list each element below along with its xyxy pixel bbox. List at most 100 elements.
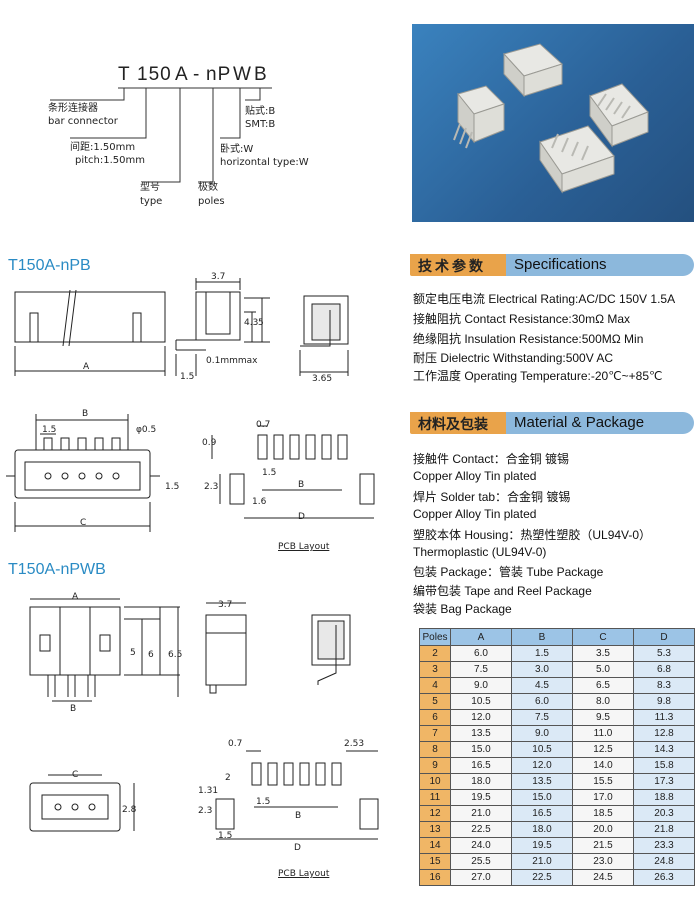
table-cell-poles: 12 bbox=[419, 805, 451, 822]
pn-letter-w: W bbox=[233, 64, 252, 85]
table-cell: 7.5 bbox=[511, 709, 573, 726]
table-cell: 4.5 bbox=[511, 677, 573, 694]
table-cell: 17.0 bbox=[572, 789, 634, 806]
npb-dim-b: B bbox=[82, 409, 89, 419]
table-cell-poles: 11 bbox=[419, 789, 451, 806]
table-cell: 6.5 bbox=[572, 677, 634, 694]
npwb-dim-c: C bbox=[72, 770, 79, 780]
table-cell: 24.0 bbox=[450, 837, 512, 854]
table-cell: 22.5 bbox=[511, 869, 573, 886]
npb-dim-365: 3.65 bbox=[312, 374, 333, 384]
material-line: 焊片 Solder tab：合金铜 镀锡 bbox=[413, 490, 571, 504]
model-title-npwb: T150A-nPWB bbox=[8, 561, 106, 578]
table-cell: 14.0 bbox=[572, 757, 634, 774]
callout-pitch-en: pitch:1.50mm bbox=[75, 155, 145, 166]
table-cell-poles: 14 bbox=[419, 837, 451, 854]
table-cell: 12.8 bbox=[633, 725, 695, 742]
table-cell: 15.0 bbox=[511, 789, 573, 806]
table-cell: 13.5 bbox=[450, 725, 512, 742]
table-cell-poles: 9 bbox=[419, 757, 451, 774]
table-cell: 12.5 bbox=[572, 741, 634, 758]
table-header-a: A bbox=[450, 628, 512, 646]
npb-dim-phi05: φ0.5 bbox=[136, 425, 157, 435]
table-cell: 8.3 bbox=[633, 677, 695, 694]
material-line: 编带包装 Tape and Reel Package bbox=[413, 584, 592, 598]
npwb-dim-07: 0.7 bbox=[228, 739, 243, 749]
specifications-header-cn: 技术参数 bbox=[418, 259, 486, 275]
npb-dim-b-pcb: B bbox=[298, 480, 305, 490]
material-line: 包装 Package：管装 Tube Package bbox=[413, 565, 604, 579]
npb-dim-07: 0.7 bbox=[256, 420, 271, 430]
table-cell-poles: 5 bbox=[419, 693, 451, 710]
npwb-drawings bbox=[29, 598, 379, 840]
table-cell: 7.5 bbox=[450, 661, 512, 678]
callout-poles-en: poles bbox=[198, 196, 225, 207]
table-cell: 21.5 bbox=[572, 837, 634, 854]
pn-letter-t: T bbox=[118, 64, 131, 85]
table-header-b: B bbox=[511, 628, 573, 646]
npb-pcb-layout-label: PCB Layout bbox=[278, 542, 330, 552]
npb-dim-d: D bbox=[298, 512, 305, 522]
table-cell: 23.0 bbox=[572, 853, 634, 870]
table-cell-poles: 6 bbox=[419, 709, 451, 726]
material-line: 塑胶本体 Housing：热塑性塑胶（UL94V-0） bbox=[413, 528, 652, 542]
material-header-cn: 材料及包装 bbox=[418, 417, 488, 433]
callout-smt-en: SMT:B bbox=[245, 119, 276, 130]
table-cell: 9.8 bbox=[633, 693, 695, 710]
npwb-dim-5: 5 bbox=[130, 648, 136, 658]
table-cell: 9.0 bbox=[511, 725, 573, 742]
callout-type-en: type bbox=[140, 196, 163, 207]
table-cell: 10.5 bbox=[450, 693, 512, 710]
product-photo bbox=[412, 24, 694, 222]
table-cell: 14.3 bbox=[633, 741, 695, 758]
material-header-en: Material & Package bbox=[514, 414, 645, 431]
material-line: Thermoplastic (UL94V-0) bbox=[413, 545, 547, 559]
table-cell: 9.0 bbox=[450, 677, 512, 694]
table-cell: 8.0 bbox=[572, 693, 634, 710]
npb-drawings bbox=[6, 278, 375, 532]
table-cell: 15.8 bbox=[633, 757, 695, 774]
npb-dim-01: 0.1mmmax bbox=[206, 356, 258, 366]
table-cell-poles: 8 bbox=[419, 741, 451, 758]
callout-horizontal-cn: 卧式:W bbox=[220, 144, 254, 155]
table-cell: 19.5 bbox=[450, 789, 512, 806]
table-cell: 25.5 bbox=[450, 853, 512, 870]
material-line: 袋装 Bag Package bbox=[413, 602, 512, 616]
npwb-pcb-layout-label: PCB Layout bbox=[278, 869, 330, 879]
npb-dim-16: 1.6 bbox=[252, 497, 267, 507]
table-cell-poles: 10 bbox=[419, 773, 451, 790]
table-cell: 26.3 bbox=[633, 869, 695, 886]
material-line: Copper Alloy Tin plated bbox=[413, 507, 537, 521]
callout-lines bbox=[50, 87, 272, 183]
table-cell: 22.5 bbox=[450, 821, 512, 838]
npwb-dim-d: D bbox=[294, 843, 301, 853]
npwb-dim-131: 1.31 bbox=[198, 786, 219, 796]
npb-dim-43: 4.3 bbox=[244, 318, 259, 328]
table-cell: 15.0 bbox=[450, 741, 512, 758]
spec-line: 耐压 Dielectric Withstanding:500V AC bbox=[413, 351, 614, 365]
specifications-header-en: Specifications bbox=[514, 256, 607, 273]
table-cell-poles: 4 bbox=[419, 677, 451, 694]
table-cell-poles: 13 bbox=[419, 821, 451, 838]
table-cell: 18.8 bbox=[633, 789, 695, 806]
table-cell-poles: 7 bbox=[419, 725, 451, 742]
npb-dim-15b: 1.5 bbox=[42, 425, 57, 435]
table-cell: 12.0 bbox=[450, 709, 512, 726]
table-cell: 20.0 bbox=[572, 821, 634, 838]
table-cell: 10.5 bbox=[511, 741, 573, 758]
table-cell: 16.5 bbox=[511, 805, 573, 822]
npwb-dim-15: 1.5 bbox=[256, 797, 271, 807]
pn-letter-dash: - bbox=[193, 64, 201, 85]
npwb-dim-b: B bbox=[70, 704, 77, 714]
table-cell-poles: 16 bbox=[419, 869, 451, 886]
table-cell: 21.0 bbox=[450, 805, 512, 822]
table-cell: 5.3 bbox=[633, 645, 695, 662]
table-cell: 24.5 bbox=[572, 869, 634, 886]
npwb-dim-28: 2.8 bbox=[122, 805, 137, 815]
table-cell: 6.0 bbox=[450, 645, 512, 662]
